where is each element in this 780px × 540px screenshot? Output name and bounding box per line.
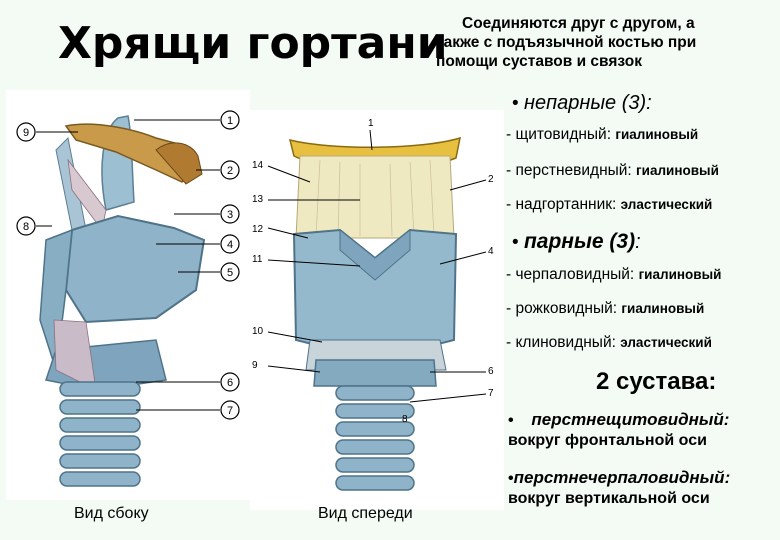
side-view-illustration: 1 2 3 4 5 6 7 9 8 <box>16 110 240 487</box>
front-label: 4 <box>488 246 494 257</box>
intro-text: Соединяются друг с другом, а также с под… <box>436 14 776 71</box>
side-view-figure: 1 2 3 4 5 6 7 9 8 <box>6 90 250 500</box>
intro-line-1: Соединяются друг с другом, а <box>462 15 695 32</box>
front-label: 2 <box>488 174 494 185</box>
side-label: 4 <box>227 239 233 251</box>
list-item: - щитовидный: гиалиновый <box>506 126 699 143</box>
front-label: 12 <box>252 224 264 235</box>
intro-line-2: также с подъязычной костью при <box>436 34 697 51</box>
front-label: 13 <box>252 194 264 205</box>
side-label: 6 <box>227 377 233 389</box>
front-label: 9 <box>252 360 258 371</box>
side-label: 2 <box>227 165 233 177</box>
unpaired-heading: • непарные (3): <box>512 92 652 114</box>
list-item: - рожковидный: гиалиновый <box>506 300 705 317</box>
front-view-illustration: 14 13 12 11 10 9 1 2 4 6 7 8 <box>252 118 494 491</box>
front-label: 6 <box>488 366 494 377</box>
list-item: - надгортанник: эластический <box>506 196 713 213</box>
side-label: 1 <box>227 115 233 127</box>
front-view-figure: 14 13 12 11 10 9 1 2 4 6 7 8 <box>250 110 504 510</box>
side-label: 7 <box>227 405 233 417</box>
side-label: 5 <box>227 267 233 279</box>
joint-item: •перстнечерпаловидный: <box>508 468 731 487</box>
front-label: 10 <box>252 326 264 337</box>
joints-title: 2 сустава: <box>596 368 717 395</box>
side-view-caption: Вид сбоку <box>74 505 149 522</box>
joint-desc: вокруг вертикальной оси <box>508 490 710 507</box>
front-label: 1 <box>368 118 374 129</box>
list-item: - черпаловидный: гиалиновый <box>506 266 722 283</box>
intro-line-3: помощи суставов и связок <box>436 53 642 70</box>
front-label: 11 <box>252 254 263 265</box>
front-label: 7 <box>488 388 494 399</box>
list-item: - клиновидный: эластический <box>506 334 712 351</box>
front-label: 14 <box>252 160 264 171</box>
joint-item: • перстнещитовидный: <box>508 410 730 429</box>
side-label: 9 <box>23 127 29 139</box>
front-label: 8 <box>402 414 408 425</box>
paired-heading: • парные (3): <box>512 230 641 253</box>
page-title: Хрящи гортани <box>58 18 448 69</box>
side-label: 3 <box>227 209 233 221</box>
list-item: - перстневидный: гиалиновый <box>506 162 719 179</box>
front-view-caption: Вид спереди <box>318 505 413 522</box>
joint-desc: вокруг фронтальной оси <box>508 432 707 449</box>
side-label: 8 <box>23 221 29 233</box>
